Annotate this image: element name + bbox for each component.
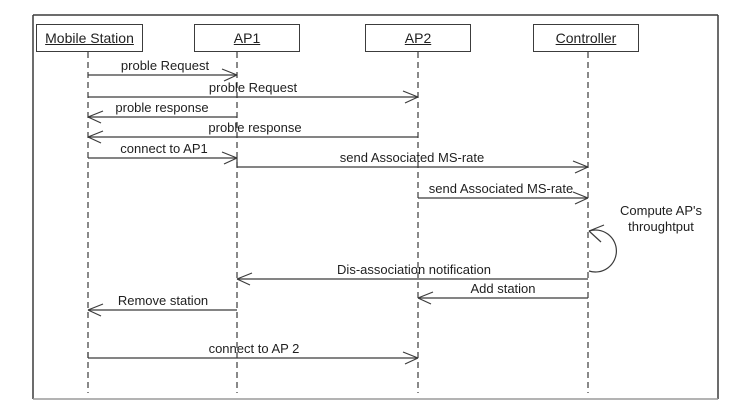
message-arrowhead bbox=[402, 351, 419, 359]
message-arrowhead bbox=[574, 166, 589, 174]
message-arrowhead bbox=[221, 151, 238, 159]
message-arrowhead bbox=[574, 197, 589, 205]
message-arrowhead bbox=[402, 90, 419, 98]
message-arrowhead bbox=[572, 191, 589, 199]
self-loop-arrowhead bbox=[588, 230, 602, 243]
message-arrowhead bbox=[417, 297, 432, 305]
message-arrowhead bbox=[236, 272, 253, 280]
message-arrowhead bbox=[87, 303, 104, 311]
message-arrowhead bbox=[417, 291, 434, 299]
message-arrowhead bbox=[572, 160, 589, 168]
message-arrowhead bbox=[223, 74, 238, 82]
message-arrowhead bbox=[404, 357, 419, 365]
self-loop-arc bbox=[588, 229, 617, 273]
message-arrowhead bbox=[87, 130, 104, 138]
message-arrowhead bbox=[87, 136, 102, 144]
message-arrowhead bbox=[404, 96, 419, 104]
self-loop-arrowhead bbox=[588, 224, 605, 232]
message-arrowhead bbox=[236, 278, 251, 286]
message-arrowhead bbox=[87, 116, 102, 124]
message-arrowhead bbox=[87, 110, 104, 118]
message-arrowhead bbox=[87, 309, 102, 317]
message-arrowhead bbox=[221, 68, 238, 76]
message-arrowhead bbox=[223, 157, 238, 165]
